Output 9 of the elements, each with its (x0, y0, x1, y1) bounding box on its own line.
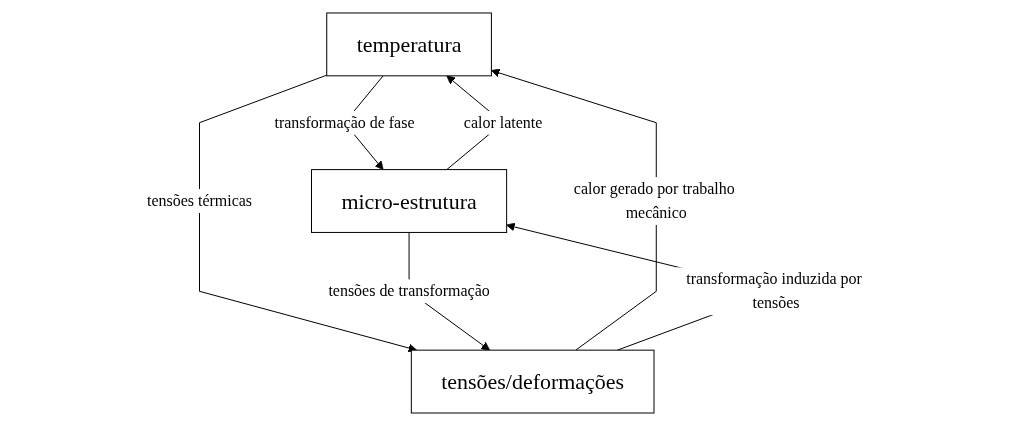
edge-label: transformação de fase (274, 113, 415, 131)
edge-label: transformação induzida por tensões (686, 270, 862, 312)
node-box: tensões/deformações (410, 349, 655, 414)
edge-label: tensões de transformação (328, 282, 490, 300)
node-box: micro-estrutura (311, 169, 508, 233)
edge-label: calor gerado por trabalho mecânico (573, 180, 735, 221)
edge-label: calor latente (464, 113, 543, 131)
node-box: temperatura (326, 12, 493, 77)
edge-label: tensões térmicas (147, 192, 253, 209)
